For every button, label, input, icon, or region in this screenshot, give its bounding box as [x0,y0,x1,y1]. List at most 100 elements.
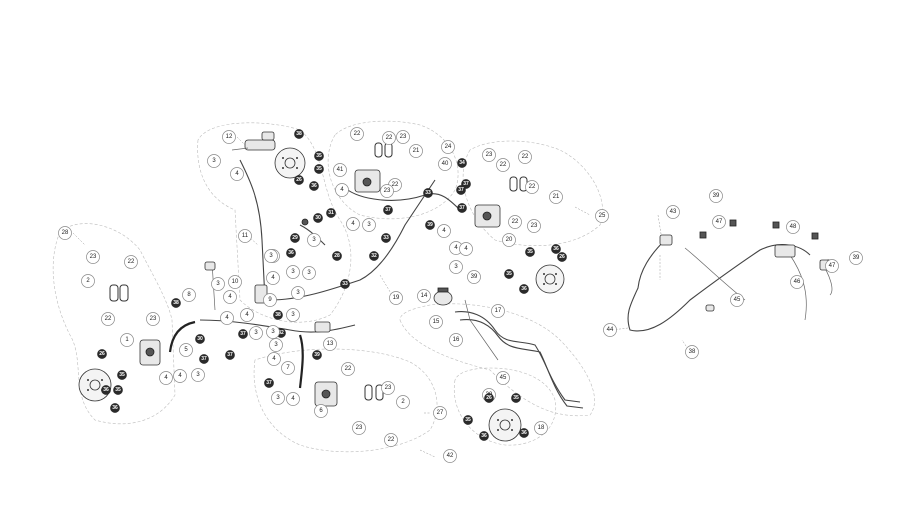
callout-number: 36 [112,405,118,411]
callout-number: 3 [212,158,216,164]
callout-number: 37 [227,352,233,358]
callout-circle [238,229,252,243]
callout-number: 4 [225,315,229,321]
callout-circle [459,242,473,256]
callout-39: 39 [467,270,481,284]
callout-circle [211,277,225,291]
callout-circle [463,415,473,425]
callout-circle [266,325,280,339]
callout-circle [849,251,863,265]
callout-circle [709,189,723,203]
callout-number: 39 [314,352,320,358]
callout-circle [271,391,285,405]
callout-circle [110,403,120,413]
components [78,131,835,442]
callout-circle [81,274,95,288]
callout-circle [423,188,433,198]
callout-18: 18 [534,421,548,435]
callout-circle [384,433,398,447]
callout-circle [199,354,209,364]
right-pad-set [509,176,528,192]
callout-circle [519,284,529,294]
callout-22: 22 [496,158,510,172]
middle-right-disc [535,264,565,294]
callout-circle [340,279,350,289]
callout-circle [346,217,360,231]
callout-39: 39 [425,220,435,230]
callout-number: 26 [296,177,302,183]
callout-circle [380,184,394,198]
reservoir-stem-line [464,299,499,361]
callout-circle [518,150,532,164]
callout-31: 31 [326,208,336,218]
callout-circle [264,249,278,263]
rear-right-disc [488,408,522,442]
callout-number: 11 [242,233,249,239]
outline-top-right-group [462,140,603,247]
outline-rear-right-group [453,367,557,446]
callout-circle [369,251,379,261]
callout-22: 22 [350,127,364,141]
callout-number: 39 [471,274,478,280]
callout-circle [350,127,364,141]
callout-number: 23 [400,134,407,140]
callout-number: 40 [442,161,449,167]
callout-47: 47 [825,259,839,273]
callout-3: 3 [211,277,225,291]
callout-circle [595,209,609,223]
callout-circle [409,144,423,158]
callout-number: 36 [288,250,294,256]
brake-lines [168,159,833,409]
callout-11: 11 [238,229,252,243]
callout-circle [449,333,463,347]
callout-circle [335,183,349,197]
outline-handlebar-group [197,122,352,323]
callout-number: 22 [529,184,536,190]
callout-number: 26 [99,351,105,357]
callout-number: 37 [463,181,469,187]
callout-number: 2 [401,399,405,405]
callout-21: 21 [409,144,423,158]
callout-circle [449,260,463,274]
callout-23: 23 [86,250,100,264]
master-to-junction-line [239,159,266,301]
callout-number: 34 [459,160,465,166]
callout-circle [286,308,300,322]
callout-circle [101,385,111,395]
callout-circle [502,233,516,247]
callout-circle [519,428,529,438]
front-left-disc [78,368,112,402]
callout-number: 26 [559,254,565,260]
callout-circle [467,270,481,284]
callout-35: 35 [314,151,324,161]
callout-3: 3 [291,286,305,300]
callout-36: 36 [519,284,529,294]
callout-number: 48 [790,224,797,230]
callout-3: 3 [191,368,205,382]
callout-3: 3 [264,249,278,263]
callout-number: 35 [506,271,512,277]
rear-double-line-b [459,318,584,409]
callout-number: 38 [296,131,302,137]
rear-caliper [314,381,338,407]
callout-number: 21 [413,148,420,154]
callout-circle [333,163,347,177]
callout-4: 4 [346,217,360,231]
callout-4: 4 [173,369,187,383]
callout-circle [527,219,541,233]
callout-number: 35 [115,387,121,393]
callout-27: 27 [433,406,447,420]
callout-3: 3 [266,325,280,339]
callout-circle [712,215,726,229]
callout-circle [302,266,316,280]
callout-3: 3 [302,266,316,280]
callout-36: 36 [309,181,319,191]
callout-circle [291,286,305,300]
callout-10: 10 [228,275,242,289]
callout-44: 44 [603,323,617,337]
callout-42: 42 [443,449,457,463]
callout-4: 4 [267,352,281,366]
callout-4: 4 [437,224,451,238]
callout-circle [294,175,304,185]
